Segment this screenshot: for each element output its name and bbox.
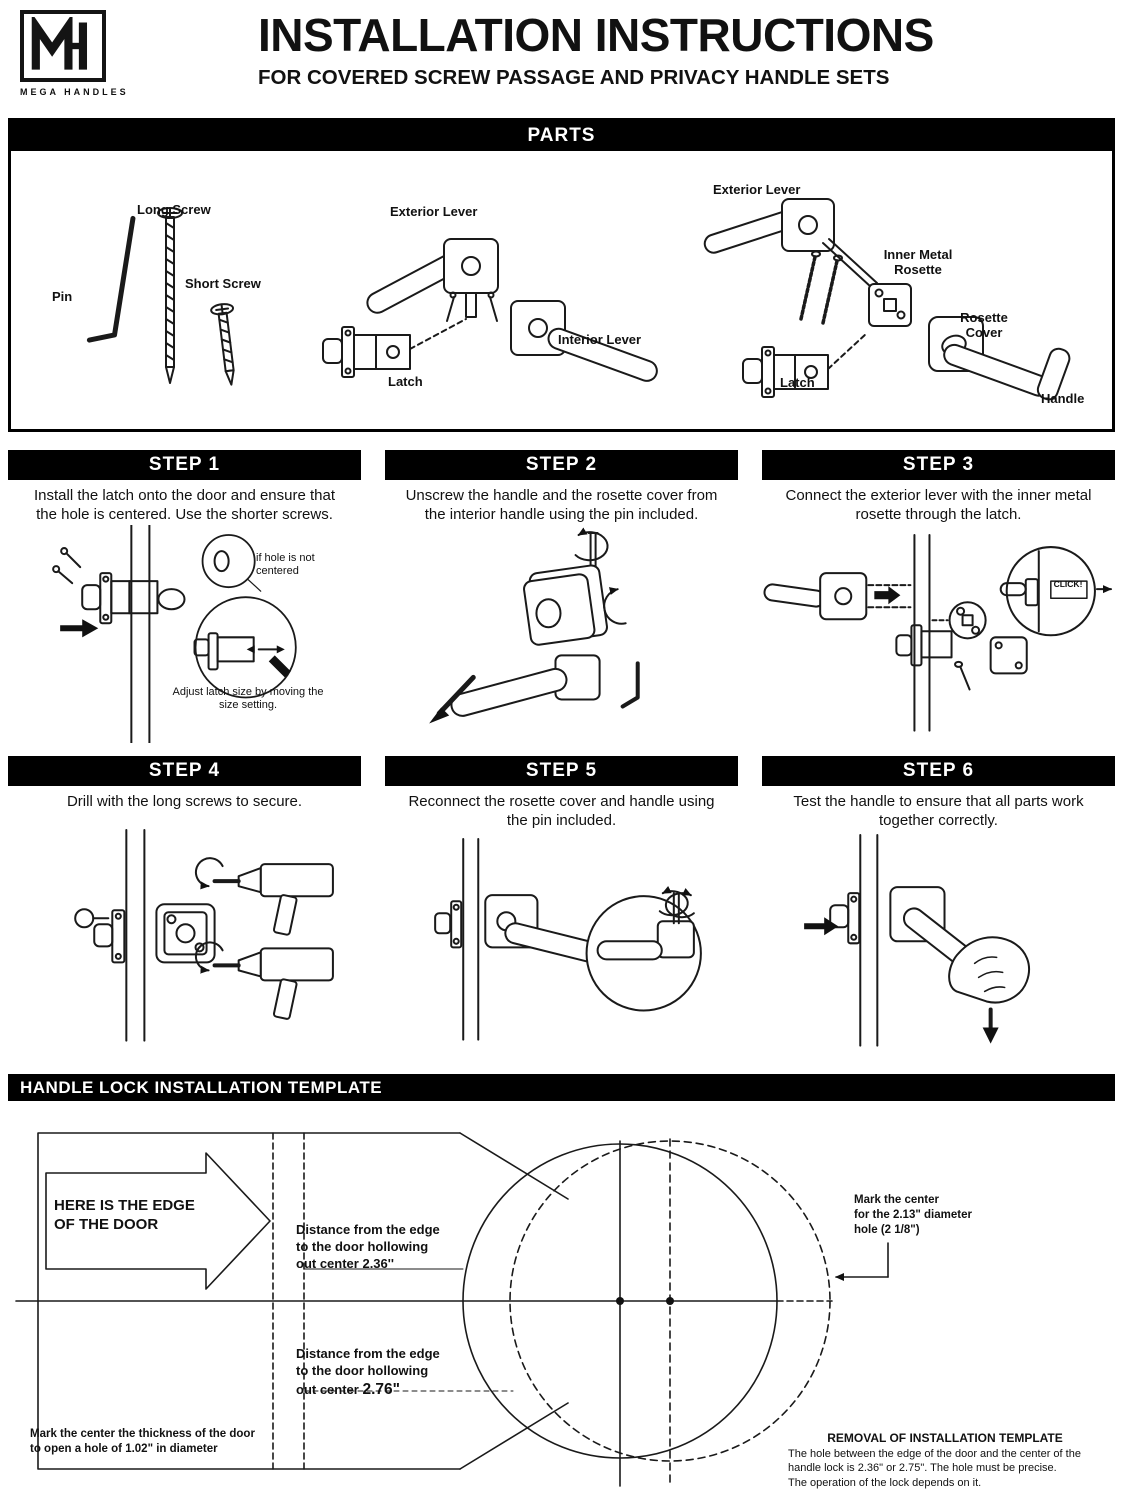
- step-6-illustration: [762, 831, 1115, 1050]
- step-4-text: Drill with the long screws to secure.: [66, 793, 303, 810]
- template-section-title: HANDLE LOCK INSTALLATION TEMPLATE: [8, 1074, 1115, 1101]
- step-2-illustration: [385, 525, 738, 744]
- parts-illustration: [86, 198, 1071, 401]
- distance-2-36-label: Distance from the edge to the door hollo…: [296, 1222, 472, 1273]
- step-2-body: Unscrew the handle and the rosette cover…: [385, 480, 738, 738]
- mega-handles-logo: MEGA HANDLES: [20, 10, 129, 97]
- steps-grid: STEP 1 Install the latch onto the door a…: [8, 450, 1115, 1047]
- step-2-panel: STEP 2 Unscrew the handle and the rosett…: [385, 450, 738, 738]
- step-5-header: STEP 5: [385, 756, 738, 786]
- template-illustration: [15, 1132, 889, 1487]
- removal-template-body: The hole between the edge of the door an…: [788, 1448, 1081, 1489]
- step-1-header: STEP 1: [8, 450, 361, 480]
- parts-section: PARTS: [8, 118, 1115, 432]
- parts-diagram: Long Screw Pin Short Screw Exterior Leve…: [11, 151, 1112, 429]
- step-4-header: STEP 4: [8, 756, 361, 786]
- distance-2-36-text: Distance from the edge to the door hollo…: [296, 1222, 440, 1271]
- page-title: INSTALLATION INSTRUCTIONS: [258, 9, 934, 61]
- parts-section-title: PARTS: [11, 121, 1112, 151]
- step-2-header: STEP 2: [385, 450, 738, 480]
- distance-2-76-value: 2.76": [362, 1380, 400, 1398]
- label-latch-b: Latch: [780, 375, 815, 390]
- step-3-annotation-click: CLICK!: [1053, 579, 1083, 589]
- label-latch-a: Latch: [388, 374, 423, 389]
- step-4-panel: STEP 4 Drill with the long screws to sec…: [8, 756, 361, 1044]
- distance-2-36-value: 2.36'': [362, 1255, 394, 1271]
- template-diagram: HERE IS THE EDGE OF THE DOOR Distance fr…: [0, 1101, 1123, 1494]
- mark-thickness-label: Mark the center the thickness of the doo…: [30, 1428, 255, 1455]
- step-2-text: Unscrew the handle and the rosette cover…: [405, 487, 718, 523]
- mh-monogram-icon: [31, 17, 88, 70]
- label-short-screw: Short Screw: [185, 276, 261, 291]
- header: MEGA HANDLES INSTALLATION INSTRUCTIONS F…: [0, 0, 1123, 112]
- distance-2-76-label: Distance from the edge to the door hollo…: [296, 1346, 472, 1400]
- step-1-panel: STEP 1 Install the latch onto the door a…: [8, 450, 361, 744]
- step-1-annotation-adjust: Adjust latch size by moving the size set…: [172, 686, 324, 712]
- logo-wordmark: MEGA HANDLES: [20, 87, 129, 97]
- step-3-illustration: [762, 525, 1115, 744]
- step-6-header: STEP 6: [762, 756, 1115, 786]
- page-subtitle: FOR COVERED SCREW PASSAGE AND PRIVACY HA…: [258, 65, 890, 89]
- step-5-body: Reconnect the rosette cover and handle u…: [385, 786, 738, 1044]
- step-1-body: Install the latch onto the door and ensu…: [8, 480, 361, 744]
- step-6-panel: STEP 6 Test the handle to ensure that al…: [762, 756, 1115, 1047]
- step-6-body: Test the handle to ensure that all parts…: [762, 786, 1115, 1047]
- step-3-body: Connect the exterior lever with the inne…: [762, 480, 1115, 738]
- step-5-illustration: [385, 831, 738, 1050]
- distance-2-76-text: Distance from the edge to the door hollo…: [296, 1346, 440, 1397]
- step-3-text: Connect the exterior lever with the inne…: [785, 487, 1092, 523]
- removal-template-title: REMOVAL OF INSTALLATION TEMPLATE: [827, 1431, 1063, 1445]
- mark-hole-center-label: Mark the center for the 2.13" diameter h…: [854, 1194, 972, 1236]
- step-5-panel: STEP 5 Reconnect the rosette cover and h…: [385, 756, 738, 1044]
- label-inner-metal-rosette: Inner Metal Rosette: [883, 247, 953, 277]
- label-exterior-lever-a: Exterior Lever: [390, 204, 478, 219]
- step-4-illustration: [8, 826, 361, 1045]
- label-handle: Handle: [1041, 391, 1085, 406]
- step-1-illustration: [8, 524, 361, 744]
- step-3-header: STEP 3: [762, 450, 1115, 480]
- step-3-panel: STEP 3 Connect the exterior lever with t…: [762, 450, 1115, 738]
- label-pin: Pin: [52, 289, 73, 304]
- step-5-text: Reconnect the rosette cover and handle u…: [408, 793, 715, 829]
- label-rosette-cover: Rosette Cover: [960, 310, 1008, 340]
- step-1-text: Install the latch onto the door and ensu…: [33, 487, 336, 523]
- step-6-text: Test the handle to ensure that all parts…: [793, 793, 1084, 829]
- label-long-screw: Long Screw: [137, 202, 211, 217]
- logo-monogram-box: [20, 10, 106, 82]
- label-interior-lever: Interior Lever: [558, 332, 642, 347]
- step-4-body: Drill with the long screws to secure.: [8, 786, 361, 1044]
- label-exterior-lever-b: Exterior Lever: [713, 182, 801, 197]
- title-block: INSTALLATION INSTRUCTIONS FOR COVERED SC…: [258, 10, 934, 90]
- door-edge-label: HERE IS THE EDGE OF THE DOOR: [54, 1197, 195, 1233]
- step-1-annotation-hole: if hole is not centered: [256, 552, 315, 578]
